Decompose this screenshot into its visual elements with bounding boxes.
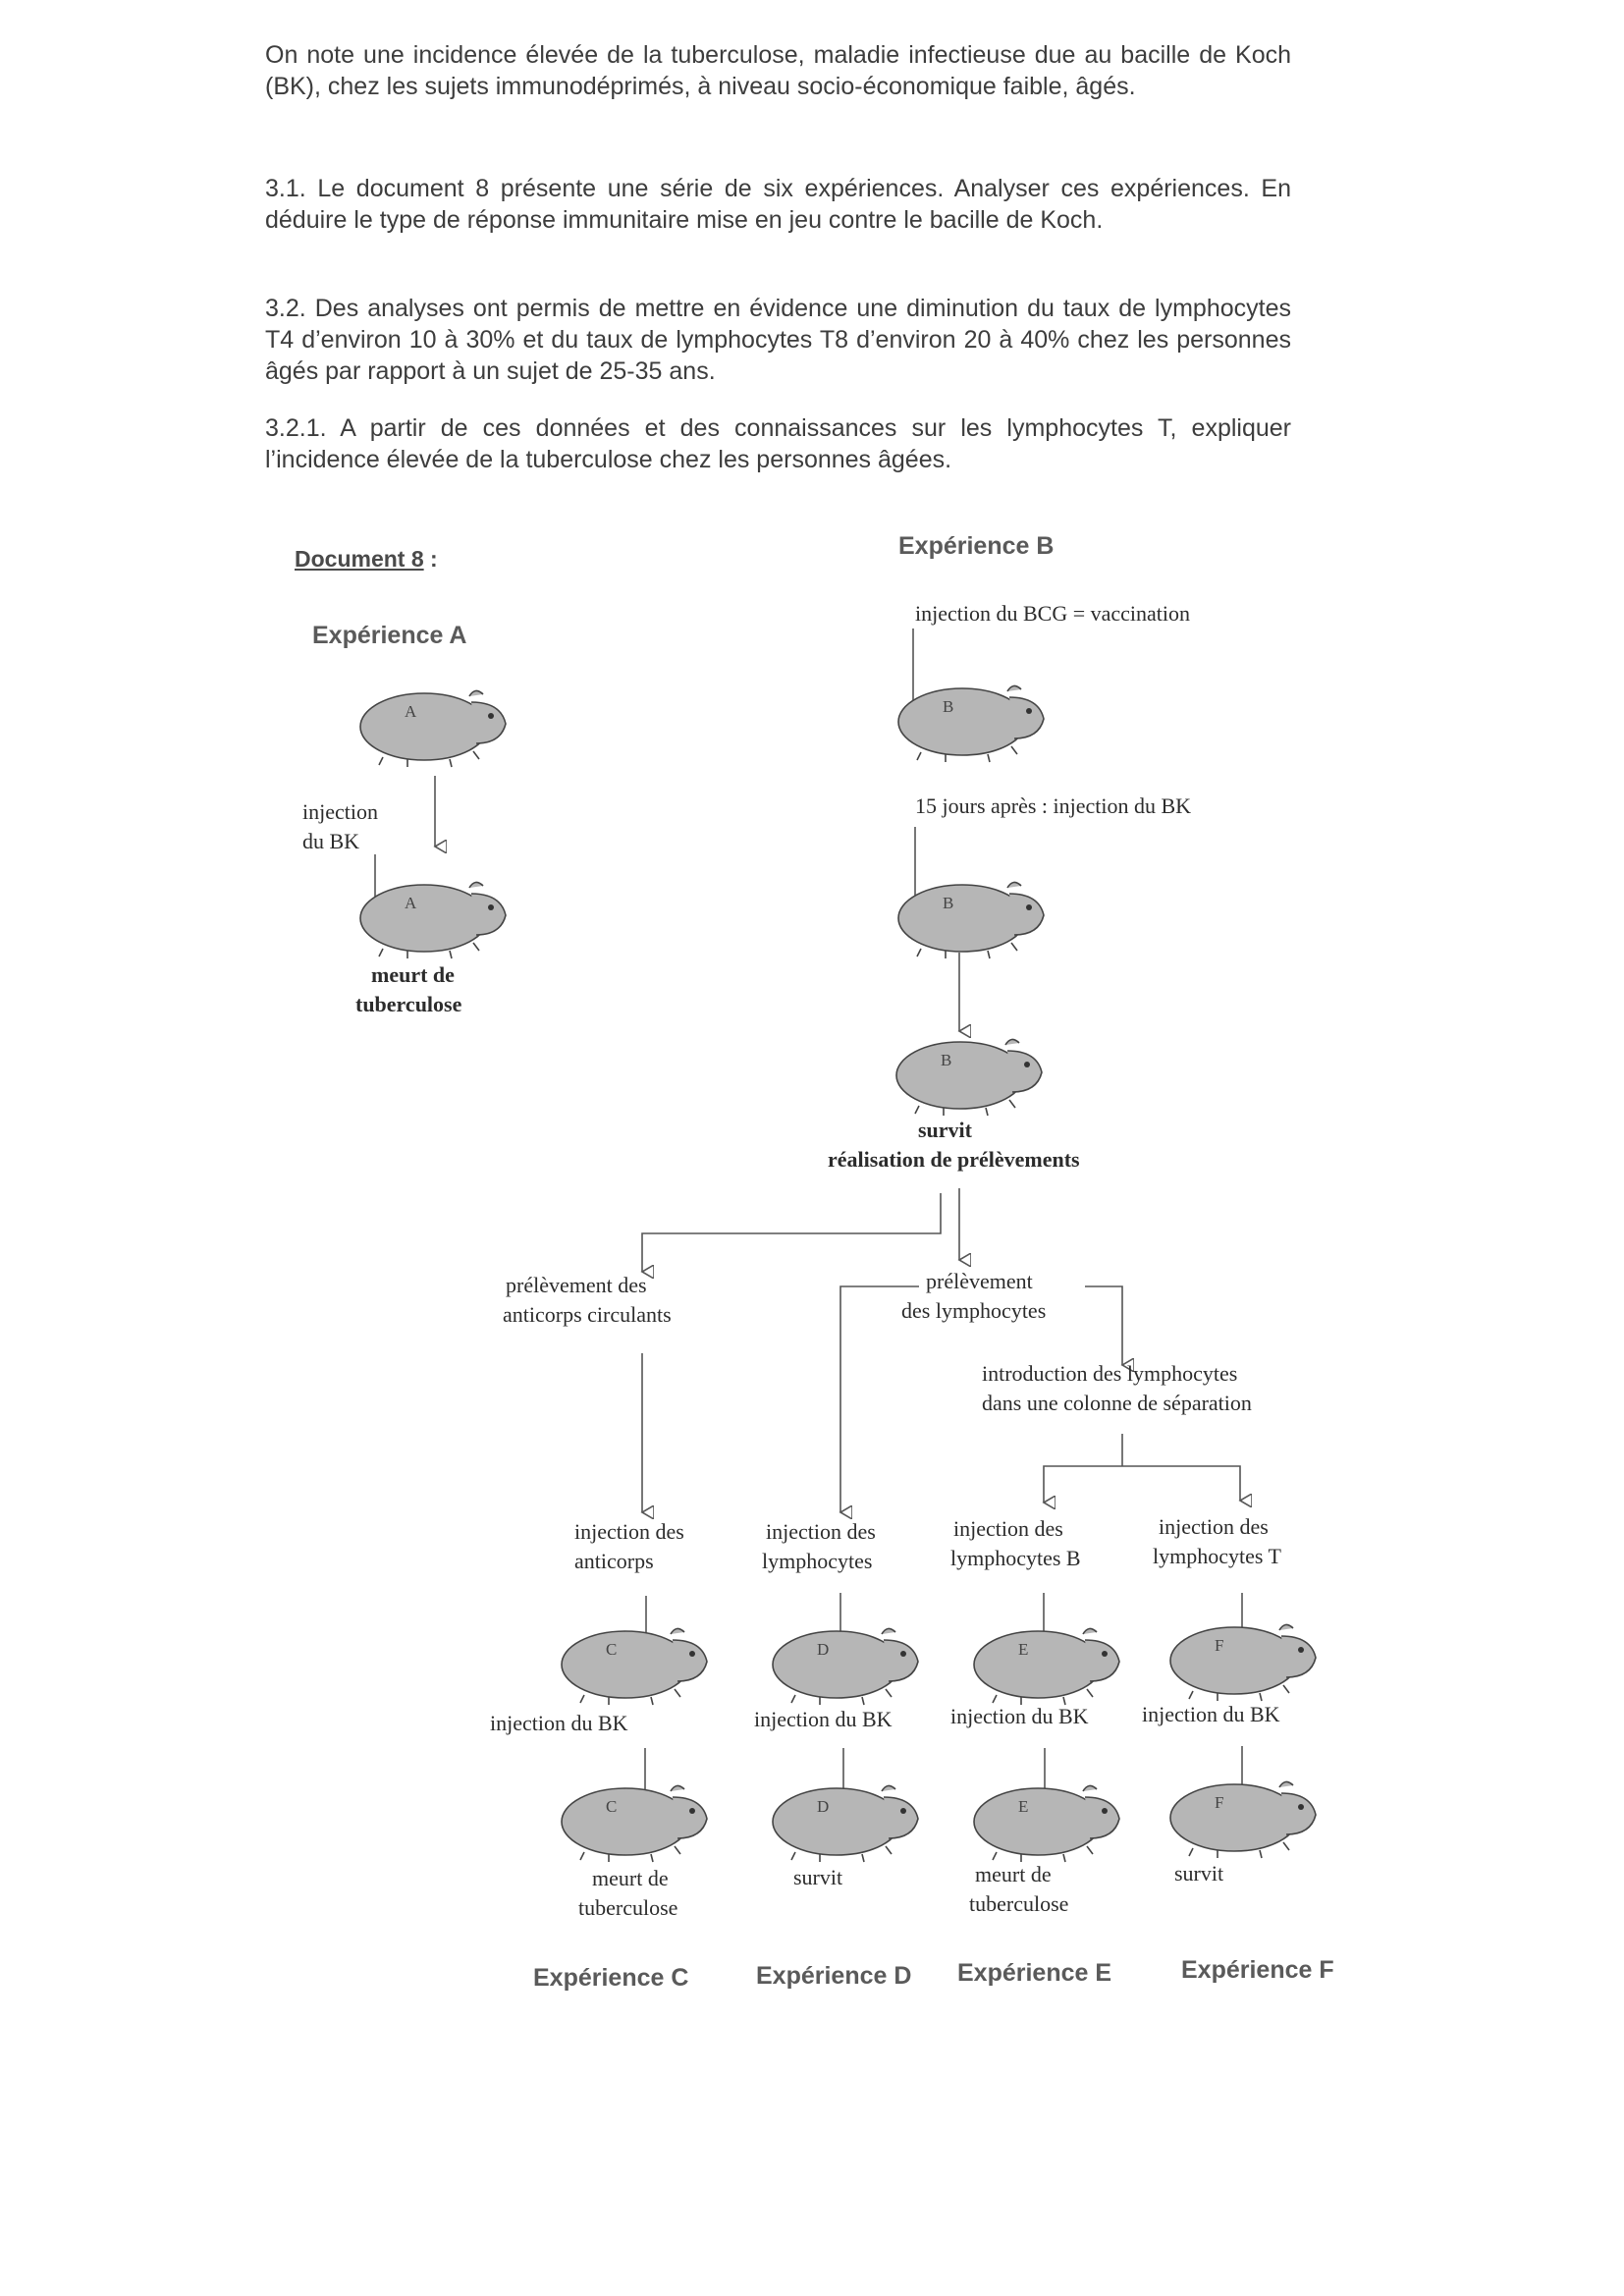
arrow-to-anticorps — [642, 1193, 942, 1272]
label-a-du-bk: du BK — [302, 829, 360, 853]
label-e-bk: injection du BK — [950, 1704, 1089, 1728]
label-f-survit: survit — [1174, 1861, 1224, 1886]
label-d-inj-1: injection des — [766, 1519, 876, 1544]
label-c-inj-2: anticorps — [574, 1549, 654, 1573]
question-3-2-1-number: 3.2.1. — [265, 414, 327, 442]
intro-text: On note une incidence élevée de la tuber… — [265, 41, 1291, 100]
question-3-1-text: Le document 8 présente une série de six … — [265, 175, 1291, 234]
guinea-pig-b3: B — [890, 1021, 1047, 1120]
label-e-inj-2: lymphocytes B — [950, 1546, 1081, 1570]
experience-d-label: Expérience D — [756, 1962, 912, 1990]
guinea-pig-icon — [973, 1784, 1120, 1863]
document-title-colon: : — [423, 546, 438, 572]
guinea-pig-icon — [359, 881, 507, 959]
guinea-pig-icon — [895, 1038, 1043, 1117]
label-f-bk: injection du BK — [1142, 1702, 1280, 1726]
animal-letter: D — [817, 1640, 830, 1659]
guinea-pig-icon — [772, 1627, 919, 1706]
arrow-to-colonne — [1085, 1285, 1122, 1365]
label-e-meurt: meurt de — [975, 1862, 1052, 1886]
label-intro-2: dans une colonne de séparation — [982, 1391, 1252, 1415]
experience-f-label: Expérience F — [1181, 1956, 1334, 1984]
label-prel-anticorps-1: prélèvement des — [506, 1273, 647, 1297]
animal-letter: F — [1215, 1793, 1224, 1812]
guinea-pig-c2: C — [555, 1768, 712, 1866]
question-3-2: 3.2. Des analyses ont permis de mettre e… — [265, 293, 1291, 387]
guinea-pig-b1: B — [892, 668, 1049, 766]
document-title: Document 8 : — [295, 546, 438, 573]
guinea-pig-icon — [561, 1627, 708, 1706]
label-c-inj-1: injection des — [574, 1519, 684, 1544]
animal-letter: F — [1215, 1636, 1224, 1655]
intro-paragraph: On note une incidence élevée de la tuber… — [265, 39, 1291, 102]
label-d-survit: survit — [793, 1865, 843, 1889]
label-c-tuberculose: tuberculose — [578, 1895, 678, 1920]
label-a-injection: injection — [302, 799, 378, 824]
label-c-bk: injection du BK — [490, 1711, 628, 1735]
guinea-pig-d1: D — [766, 1611, 923, 1709]
question-3-2-1: 3.2.1. A partir de ces données et des co… — [265, 412, 1291, 475]
question-3-2-text: Des analyses ont permis de mettre en évi… — [265, 295, 1291, 385]
arrow-to-d — [840, 1285, 919, 1512]
document-title-text: Document 8 — [295, 546, 424, 572]
question-3-2-1-text: A partir de ces données et des connaissa… — [265, 414, 1291, 473]
label-e-tuberculose: tuberculose — [969, 1891, 1069, 1916]
guinea-pig-c1: C — [555, 1611, 712, 1709]
label-c-meurt: meurt de — [592, 1866, 669, 1890]
guinea-pig-icon — [772, 1784, 919, 1863]
label-b-15jours: 15 jours après : injection du BK — [915, 793, 1192, 818]
guinea-pig-e2: E — [967, 1768, 1124, 1866]
guinea-pig-d2: D — [766, 1768, 923, 1866]
animal-letter: D — [817, 1797, 830, 1816]
animal-letter: E — [1018, 1797, 1029, 1816]
question-3-1-number: 3.1. — [265, 175, 306, 202]
label-prel-lympho-2: des lymphocytes — [901, 1298, 1047, 1323]
label-b-prelevements: réalisation de prélèvements — [828, 1147, 1080, 1172]
guinea-pig-icon — [561, 1784, 708, 1863]
label-intro-1: introduction des lymphocytes — [982, 1361, 1238, 1386]
label-d-bk: injection du BK — [754, 1707, 893, 1731]
animal-letter: B — [943, 894, 954, 912]
experience-e-label: Expérience E — [957, 1959, 1112, 1987]
question-3-2-number: 3.2. — [265, 295, 306, 322]
label-b-bcg: injection du BCG = vaccination — [915, 601, 1191, 626]
guinea-pig-icon — [897, 881, 1045, 959]
animal-letter: E — [1018, 1640, 1029, 1659]
guinea-pig-a1: A — [353, 673, 511, 771]
label-a-tuberculose: tuberculose — [355, 992, 462, 1016]
label-b-survit: survit — [918, 1118, 972, 1142]
guinea-pig-f2: F — [1164, 1764, 1321, 1862]
guinea-pig-a2: A — [353, 864, 511, 962]
animal-letter: A — [405, 702, 417, 721]
experience-b-label: Expérience B — [898, 532, 1055, 560]
guinea-pig-f1: F — [1164, 1607, 1321, 1705]
label-d-inj-2: lymphocytes — [762, 1549, 873, 1573]
animal-letter: B — [943, 697, 954, 716]
guinea-pig-icon — [897, 684, 1045, 763]
question-3-1: 3.1. Le document 8 présente une série de… — [265, 173, 1291, 236]
label-prel-anticorps-2: anticorps circulants — [503, 1302, 672, 1327]
guinea-pig-b2: B — [892, 864, 1049, 962]
guinea-pig-e1: E — [967, 1611, 1124, 1709]
experience-a-label: Expérience A — [312, 622, 467, 649]
label-a-meurt: meurt de — [371, 962, 455, 987]
label-prel-lympho-1: prélèvement — [926, 1269, 1033, 1293]
guinea-pig-icon — [1169, 1780, 1317, 1859]
label-f-inj-1: injection des — [1159, 1514, 1269, 1539]
animal-letter: B — [941, 1051, 952, 1069]
arrow-to-f — [1122, 1465, 1240, 1501]
guinea-pig-icon — [359, 689, 507, 768]
animal-letter: C — [606, 1797, 618, 1816]
experience-c-label: Expérience C — [533, 1964, 689, 1992]
label-e-inj-1: injection des — [953, 1516, 1063, 1541]
arrow-to-e — [1044, 1465, 1122, 1503]
animal-letter: C — [606, 1640, 618, 1659]
guinea-pig-icon — [973, 1627, 1120, 1706]
animal-letter: A — [405, 894, 417, 912]
label-f-inj-2: lymphocytes T — [1153, 1544, 1281, 1568]
guinea-pig-icon — [1169, 1623, 1317, 1702]
